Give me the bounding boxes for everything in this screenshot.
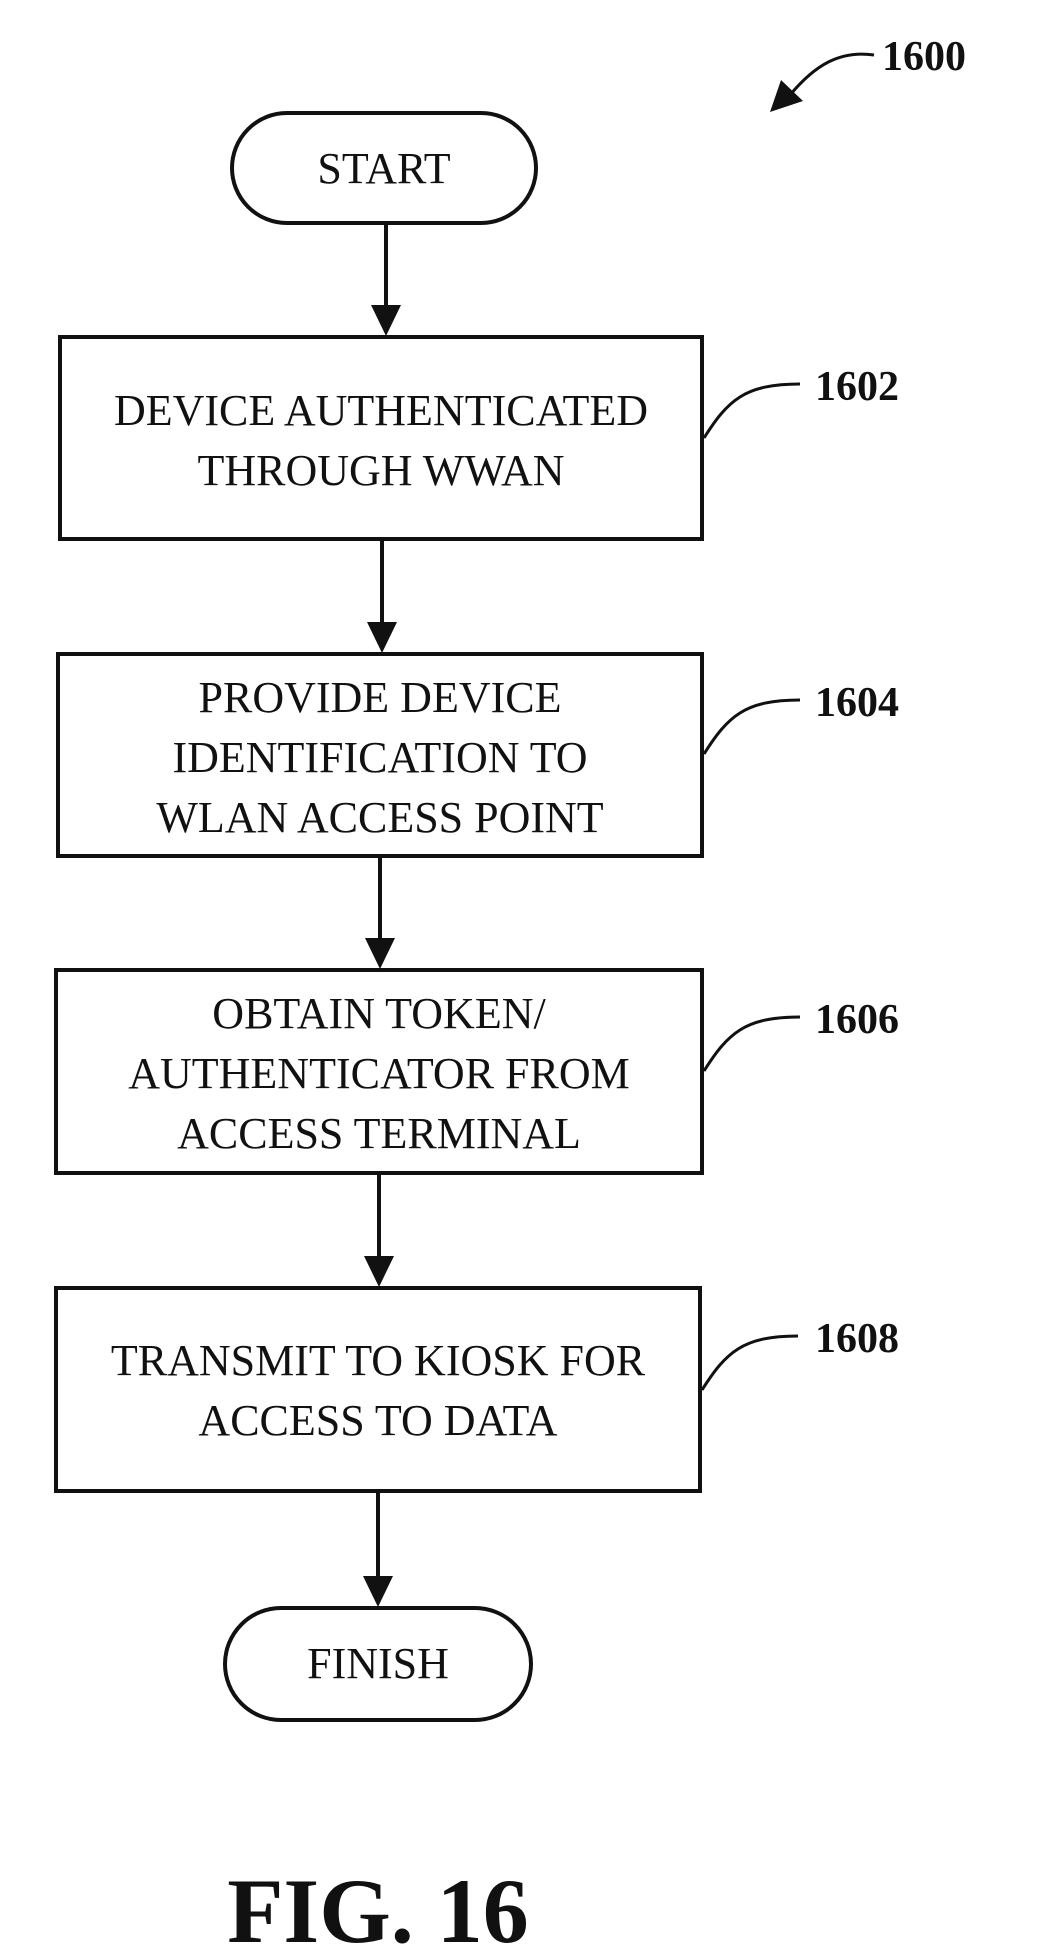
edge-1602-to-1604-arrowhead — [367, 622, 397, 653]
step-1608-ref: 1608 — [815, 1316, 899, 1362]
edge-1608-to-finish — [363, 1491, 393, 1607]
node-step-1606: OBTAIN TOKEN/ AUTHENTICATOR FROM ACCESS … — [56, 970, 899, 1173]
step-1606-line-1: OBTAIN TOKEN/ — [212, 989, 546, 1038]
step-1604-leader — [704, 700, 800, 754]
step-1608-line-1: TRANSMIT TO KIOSK FOR — [111, 1336, 646, 1385]
figure-caption: FIG. 16 — [227, 1860, 529, 1959]
node-step-1602: DEVICE AUTHENTICATED THROUGH WWAN 1602 — [60, 337, 899, 539]
node-start: START — [232, 113, 536, 223]
step-1608-line-2: ACCESS TO DATA — [198, 1396, 557, 1445]
edge-1606-to-1608-arrowhead — [364, 1256, 394, 1287]
step-1606-line-3: ACCESS TERMINAL — [177, 1109, 581, 1158]
finish-label: FINISH — [307, 1639, 449, 1688]
step-1604-line-3: WLAN ACCESS POINT — [156, 793, 603, 842]
step-1604-line-1: PROVIDE DEVICE — [199, 673, 562, 722]
step-1602-box — [60, 337, 702, 539]
node-step-1604: PROVIDE DEVICE IDENTIFICATION TO WLAN AC… — [58, 654, 899, 856]
edge-1608-to-finish-arrowhead — [363, 1576, 393, 1607]
step-1602-line-1: DEVICE AUTHENTICATED — [114, 386, 648, 435]
step-1602-line-2: THROUGH WWAN — [197, 446, 564, 495]
edge-1604-to-1606-arrowhead — [365, 938, 395, 969]
edge-1606-to-1608 — [364, 1173, 394, 1287]
step-1606-leader — [704, 1017, 800, 1071]
step-1608-box — [56, 1288, 700, 1491]
figure-ref-group: 1600 — [770, 34, 966, 112]
step-1604-ref: 1604 — [815, 680, 899, 726]
step-1608-leader — [702, 1336, 798, 1390]
start-label: START — [317, 144, 450, 193]
edge-start-to-1602 — [371, 223, 401, 336]
edge-1604-to-1606 — [365, 856, 395, 969]
node-step-1608: TRANSMIT TO KIOSK FOR ACCESS TO DATA 160… — [56, 1288, 899, 1491]
figure-ref-label: 1600 — [882, 34, 966, 80]
step-1606-line-2: AUTHENTICATOR FROM — [128, 1049, 630, 1098]
node-finish: FINISH — [225, 1608, 531, 1720]
edge-start-to-1602-arrowhead — [371, 305, 401, 336]
step-1602-ref: 1602 — [815, 364, 899, 410]
edge-1602-to-1604 — [367, 539, 397, 653]
step-1606-ref: 1606 — [815, 997, 899, 1043]
figure-ref-leader — [790, 54, 874, 95]
step-1604-line-2: IDENTIFICATION TO — [172, 733, 587, 782]
step-1602-leader — [704, 384, 800, 438]
